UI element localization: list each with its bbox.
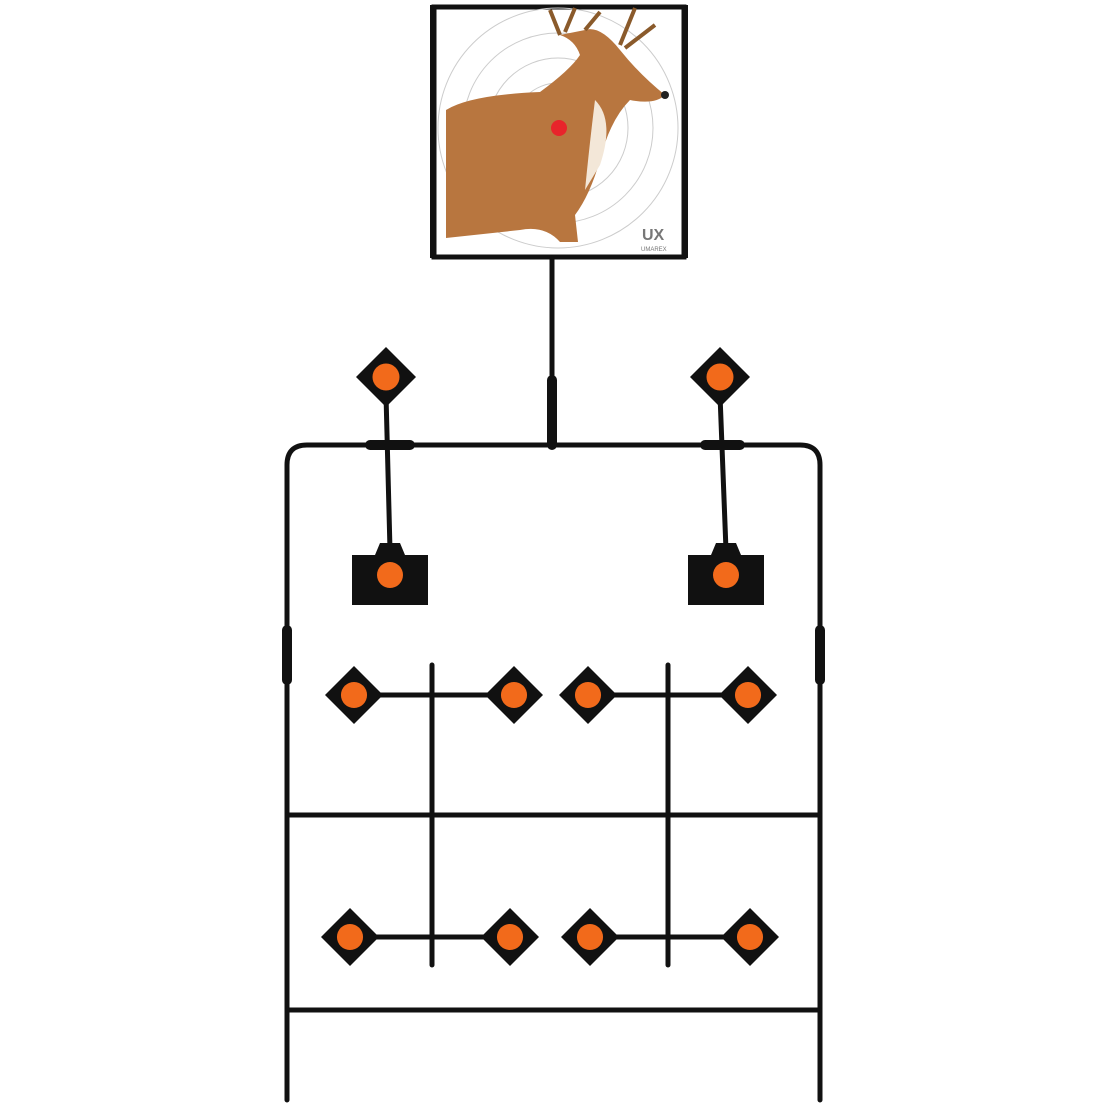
target-dot xyxy=(706,363,734,391)
logo-mark: UX xyxy=(642,227,665,244)
target-dot xyxy=(574,681,602,709)
target-dot xyxy=(340,681,368,709)
target-dot xyxy=(576,923,604,951)
target-dot xyxy=(372,363,400,391)
target-dot xyxy=(713,562,739,588)
paper-target: UX UMAREX xyxy=(430,4,688,260)
logo-brand: UMAREX xyxy=(641,247,667,253)
deer-icon xyxy=(446,7,669,242)
steel-targets xyxy=(321,347,779,966)
target-dot xyxy=(500,681,528,709)
target-dot xyxy=(377,562,403,588)
target-dot xyxy=(734,681,762,709)
target-dot xyxy=(736,923,764,951)
target-dot xyxy=(336,923,364,951)
target-dot xyxy=(496,923,524,951)
metal-frame xyxy=(282,255,825,1103)
bullseye xyxy=(551,120,567,136)
